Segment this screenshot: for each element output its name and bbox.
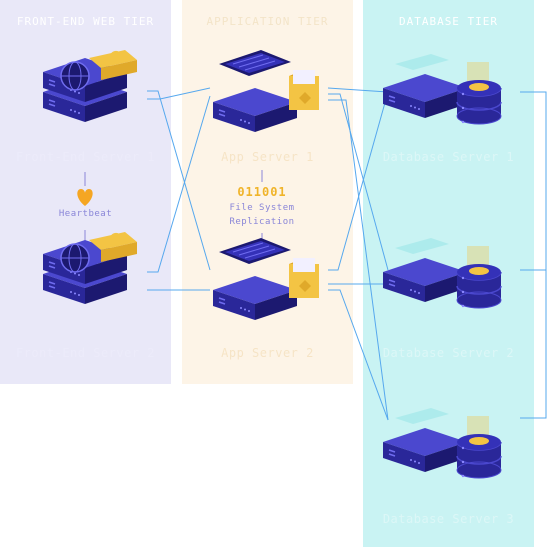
- folder-icon: [289, 70, 319, 110]
- web-server-1-label: Front-End Server 1: [15, 150, 156, 164]
- app-server-1: [212, 50, 319, 133]
- tier-title-web: FRONT-END WEB TIER: [16, 15, 155, 28]
- padlock-icon: [89, 232, 137, 262]
- replication-label-line1: File System: [229, 203, 295, 213]
- link-app1-db1: [327, 87, 389, 93]
- replication-code: 011001: [237, 185, 287, 199]
- link-app1-db2: [328, 93, 389, 271]
- padlock-icon: [89, 50, 137, 80]
- database-icon: [456, 79, 502, 125]
- database-icon: [456, 433, 502, 479]
- tier-title-db: DATABASE TIER: [398, 15, 499, 28]
- connection-lines: [147, 87, 547, 421]
- heartbeat-label: Heartbeat: [58, 209, 113, 219]
- app-server-2-label: App Server 2: [221, 346, 314, 360]
- link-app2-db1: [328, 91, 389, 271]
- db-server-2-label: Database Server 2: [382, 346, 515, 360]
- folder-icon: [289, 258, 319, 298]
- link-app1-db3: [328, 99, 389, 421]
- link-db1-db2: [520, 91, 547, 271]
- link-web1-app1: [147, 87, 211, 100]
- database-server-3: [382, 408, 502, 479]
- heart-icon: [77, 189, 93, 206]
- app-server-2: [212, 238, 319, 321]
- app-server-1-label: App Server 1: [221, 150, 314, 164]
- database-server-1: [382, 54, 502, 125]
- front-end-server-2: [42, 232, 137, 305]
- database-icon: [456, 263, 502, 309]
- db-server-1-label: Database Server 1: [382, 150, 515, 164]
- link-db2-db3: [520, 269, 547, 419]
- tier-title-app: APPLICATION TIER: [206, 15, 329, 28]
- link-web1-app2: [147, 90, 211, 271]
- front-end-server-1: [42, 50, 137, 123]
- link-app2-db3: [328, 289, 389, 421]
- web-server-2-label: Front-End Server 2: [15, 346, 156, 360]
- link-web2-app1: [147, 95, 211, 273]
- db-server-3-label: Database Server 3: [382, 512, 515, 526]
- database-server-2: [382, 238, 502, 309]
- replication-label-line2: Replication: [229, 217, 295, 227]
